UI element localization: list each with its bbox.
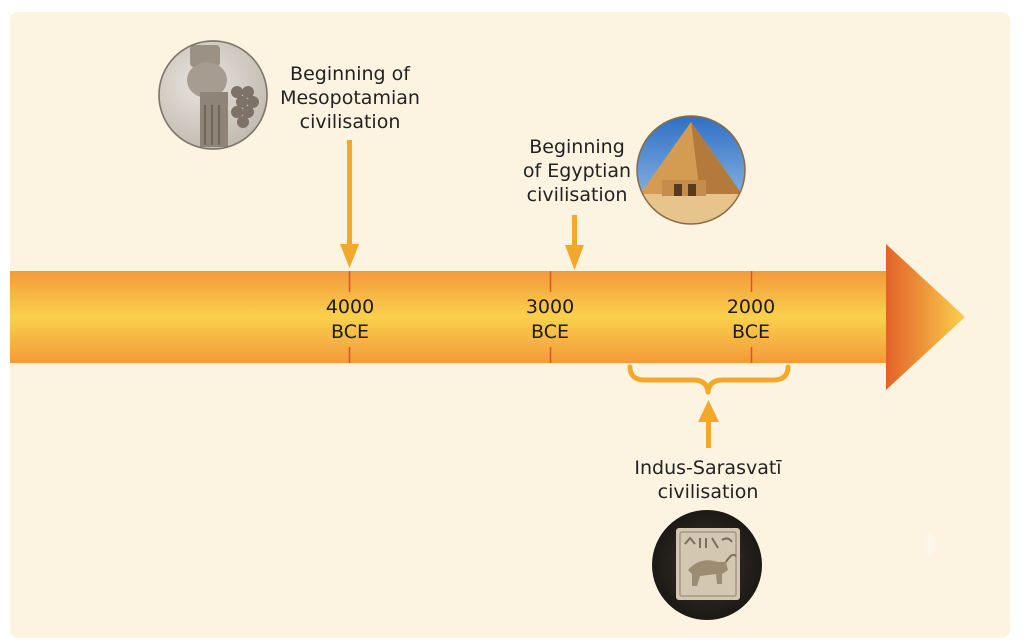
timeline-arrow: [10, 244, 965, 390]
indus-span-brace: [627, 364, 791, 395]
indus-pointer-arrow: [698, 400, 719, 448]
pyramid-icon: [636, 115, 746, 225]
tick-label-2000: 2000 BCE: [726, 296, 776, 343]
indus-seal-icon: [652, 510, 762, 620]
egypt-label: Beginning of Egyptian civilisation: [522, 136, 632, 206]
egypt-pointer-arrow: [565, 215, 584, 270]
sparkle-icon: [923, 530, 937, 558]
tick-label-3000: 3000 BCE: [525, 296, 575, 343]
mesopotamia-label: Beginning of Mesopotamian civilisation: [280, 63, 420, 133]
tick-label-4000: 4000 BCE: [325, 296, 375, 343]
mesopotamia-pointer-arrow: [340, 140, 359, 268]
timeline-ticks: [348, 271, 753, 363]
lamassu-statue-icon: [158, 40, 268, 150]
indus-label: Indus-Sarasvatī civilisation: [634, 457, 782, 503]
